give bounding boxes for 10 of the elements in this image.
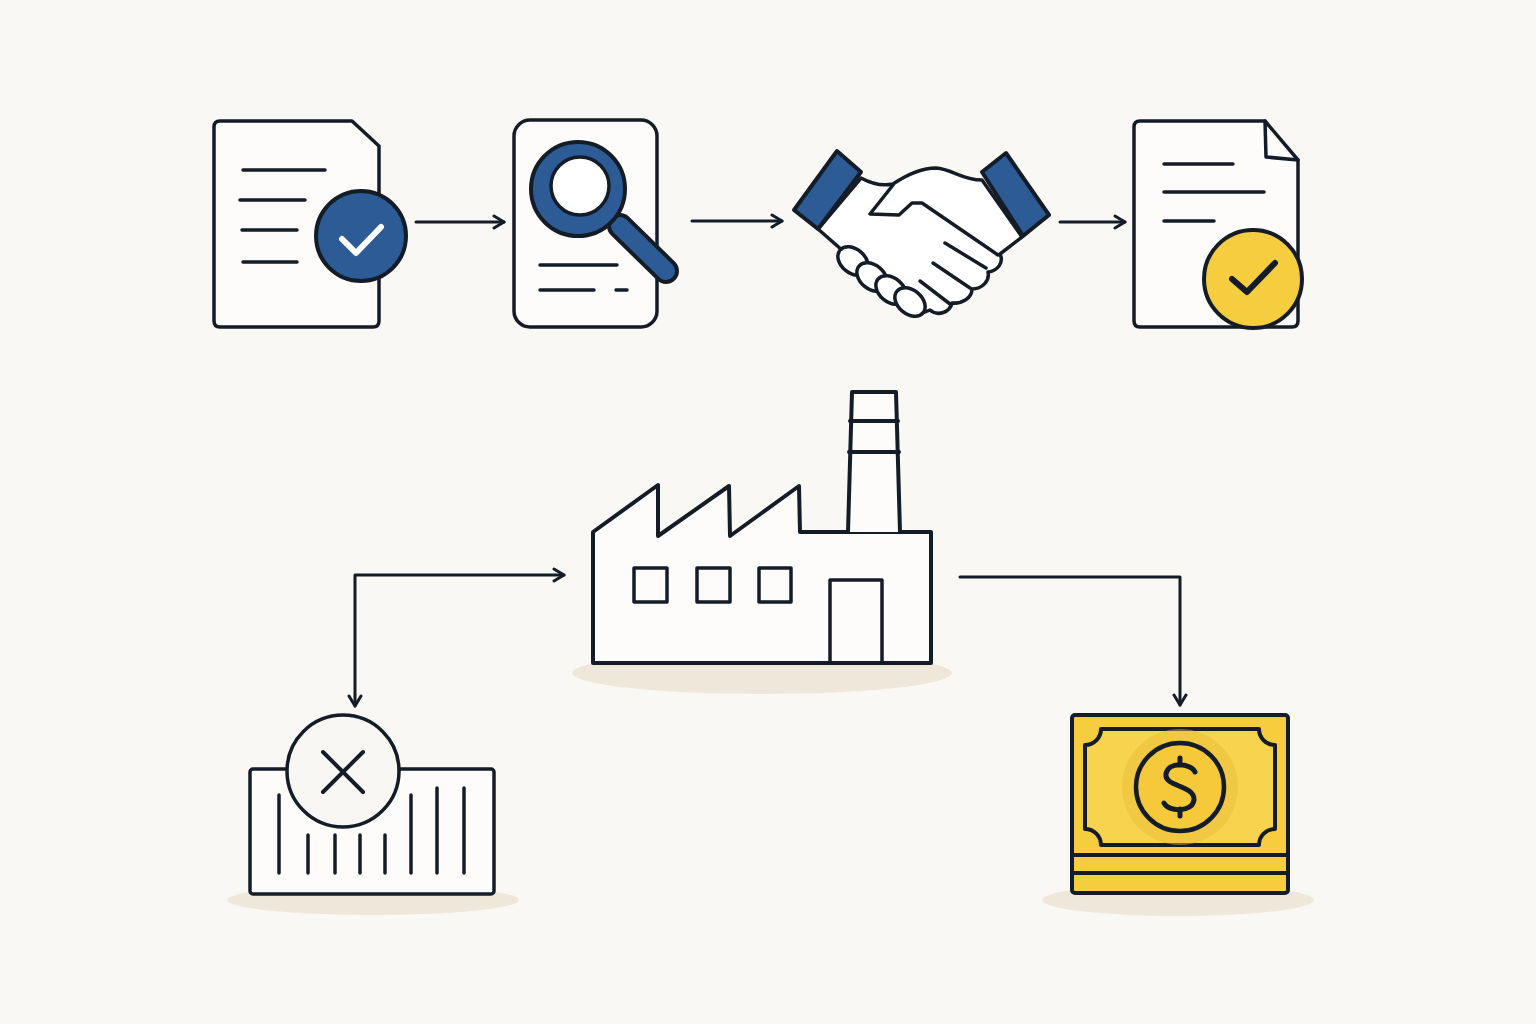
arrow [414,214,506,230]
document-checkmark-icon [1131,117,1307,331]
arrow [690,213,784,229]
arrow [958,575,1188,707]
banknote-icon [1040,711,1316,918]
arrow [1058,214,1127,230]
factory-icon [570,388,954,696]
document-checkmark-icon [210,117,410,331]
arrow [347,567,566,708]
barcode-cross-icon [226,712,522,917]
